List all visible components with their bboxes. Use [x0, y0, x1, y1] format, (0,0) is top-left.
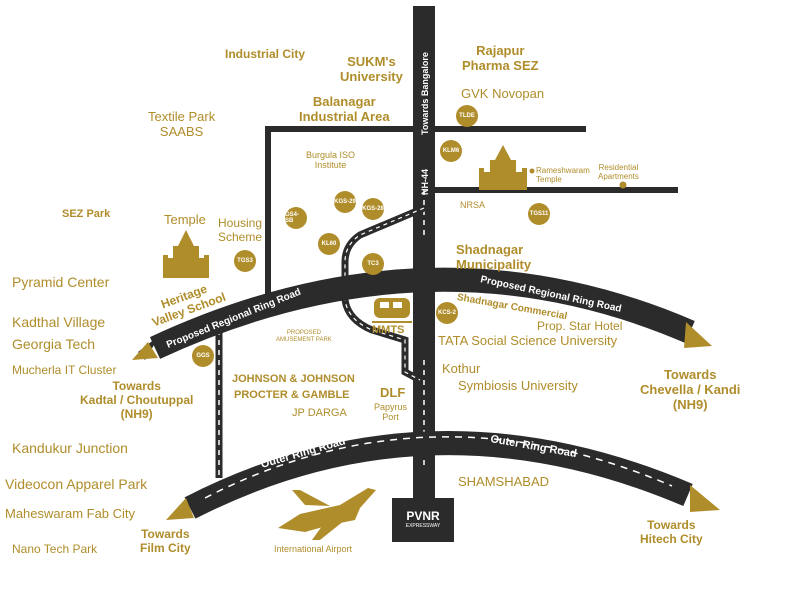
mmts-label: MMTS	[372, 324, 405, 336]
balanagar-label: Balanagar Industrial Area	[299, 94, 390, 124]
pvnr-label: PVNR	[406, 509, 440, 523]
towards-hitech-label: Towards Hitech City	[640, 518, 703, 546]
orr-right-arrow	[690, 485, 720, 512]
nrsa-label: NRSA	[460, 200, 486, 210]
kandukur-label: Kandukur Junction	[12, 440, 128, 456]
jp-darga-label: JP DARGA	[292, 407, 347, 419]
badge-kgs29: KGS-29	[334, 191, 356, 213]
residential-dot-icon	[619, 181, 627, 189]
nanotech-label: Nano Tech Park	[12, 542, 98, 556]
badge-tgs3: TGS3	[234, 250, 256, 272]
outer-ring-road	[184, 431, 693, 519]
towards-kadtal-label: Towards Kadtal / Choutuppal (NH9)	[80, 379, 194, 421]
sez-park-label: SEZ Park	[62, 208, 111, 220]
textile-park-label: Textile Park SAABS	[148, 109, 216, 139]
star-hotel-label: Prop. Star Hotel	[537, 319, 623, 333]
mucherla-label: Mucherla IT Cluster	[12, 363, 117, 377]
orr-left-arrow	[166, 498, 194, 520]
rameshwaram-temple-icon	[479, 145, 527, 190]
housing-scheme-label: Housing Scheme	[218, 216, 263, 244]
shadnagar-municipality-label: Shadnagar Municipality	[456, 242, 532, 272]
kadthal-village-label: Kadthal Village	[12, 314, 106, 330]
dlf-label: DLF	[380, 385, 406, 400]
amusement-park-label: PROPOSED AMUSEMENT PARK	[276, 330, 332, 343]
videocon-label: Videocon Apparel Park	[5, 476, 148, 492]
badge-kgs28: KGS-28	[362, 198, 384, 220]
airport-label: International Airport	[274, 544, 353, 554]
jj-label: JOHNSON & JOHNSON	[232, 373, 355, 385]
airplane-icon	[278, 488, 376, 540]
tata-university-label: TATA Social Science University	[438, 333, 618, 348]
kothur-label: Kothur	[442, 361, 481, 376]
badge-ggs: GGS	[192, 345, 214, 367]
nh44-low-label: NH-44	[426, 404, 436, 430]
badge-tc3: TC3	[362, 253, 384, 275]
temple-icon	[163, 230, 209, 278]
pvnr-expressway-block	[392, 498, 454, 542]
georgia-tech-label: Georgia Tech	[12, 336, 96, 352]
towards-film-city-label: Towards Film City	[140, 527, 191, 555]
badge-kl: KL60	[318, 233, 340, 255]
burgula-label: Burgula ISO Institute	[306, 150, 356, 171]
sukm-university-label: SUKM's University	[340, 54, 403, 84]
badge-kcs2: KCS-2	[436, 302, 458, 324]
pg-label: PROCTER & GAMBLE	[234, 389, 350, 401]
maheswaram-label: Maheswaram Fab City	[5, 506, 136, 521]
gvk-novopan-label: GVK Novopan	[461, 86, 545, 101]
prr-right-arrow	[684, 322, 712, 348]
towards-chevella-label: Towards Chevella / Kandi (NH9)	[640, 367, 741, 412]
train-icon	[372, 298, 412, 323]
badge-tlde: TLDE	[456, 105, 478, 127]
balanagar-road	[265, 126, 586, 296]
industrial-city-label: Industrial City	[225, 47, 306, 61]
badge-gs: GS4-SB	[285, 207, 307, 229]
residential-label: Residential Apartments	[598, 163, 639, 182]
pvnr-sub-label: EXPRESSWAY	[405, 523, 441, 529]
shamshabad-label: SHAMSHABAD	[458, 474, 550, 489]
regional-ring-road	[149, 267, 695, 359]
rameshwaram-label: Rameshwaram Temple	[536, 166, 590, 185]
badge-klm: KLM6	[440, 140, 462, 162]
nh44-top-label: Towards Bangalore	[420, 52, 430, 135]
rameshwaram-dot-icon	[529, 168, 535, 174]
nh44-mid-label: NH-44	[420, 169, 430, 195]
temple-label: Temple	[164, 212, 206, 227]
papyrus-port-label: Papyrus Port	[374, 402, 408, 423]
badge-tgs11: TGS11	[528, 203, 550, 225]
symbiosis-label: Symbiosis University	[458, 378, 578, 393]
nh44-road	[413, 6, 435, 498]
pyramid-center-label: Pyramid Center	[12, 274, 110, 290]
rajapur-pharma-label: Rajapur Pharma SEZ	[462, 43, 539, 73]
